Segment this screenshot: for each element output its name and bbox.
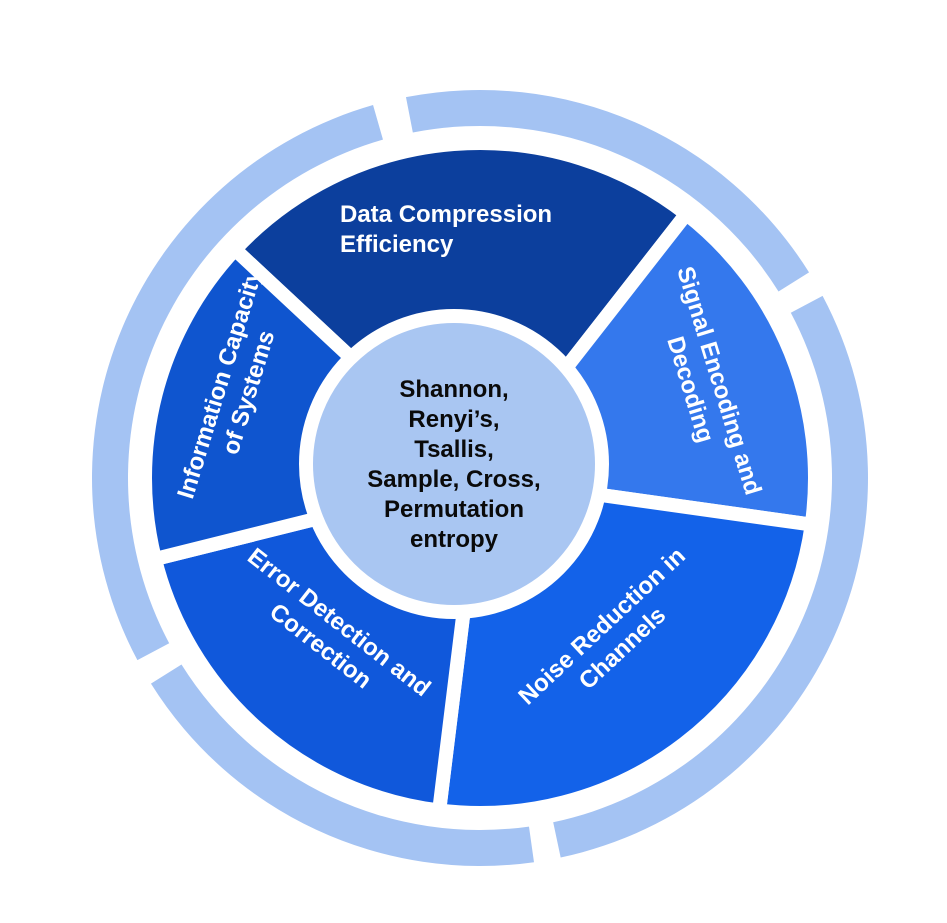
center-label-line: Renyi’s,	[408, 406, 499, 433]
outer-ring-arc-3	[150, 664, 534, 866]
outer-ring	[92, 89, 868, 866]
center-label-line: Shannon,	[399, 376, 508, 403]
outer-ring-arc-1	[405, 89, 810, 292]
center-label-line: Sample, Cross,	[367, 466, 540, 493]
segment-label-line: Efficiency	[340, 231, 454, 258]
center-label-line: Tsallis,	[414, 436, 494, 463]
center-label-line: entropy	[410, 526, 499, 553]
outer-ring-arc-4	[92, 105, 383, 661]
center-hub: Shannon, Renyi’s, Tsallis, Sample, Cross, Pe…	[299, 309, 609, 619]
center-label: Shannon, Renyi’s, Tsallis, Sample, Cross, Pe…	[367, 376, 540, 553]
segment-label-line: Data Compression	[340, 201, 552, 228]
center-circle	[299, 309, 609, 619]
outer-ring-arc-2	[553, 295, 868, 858]
center-label-line: Permutation	[384, 496, 524, 523]
